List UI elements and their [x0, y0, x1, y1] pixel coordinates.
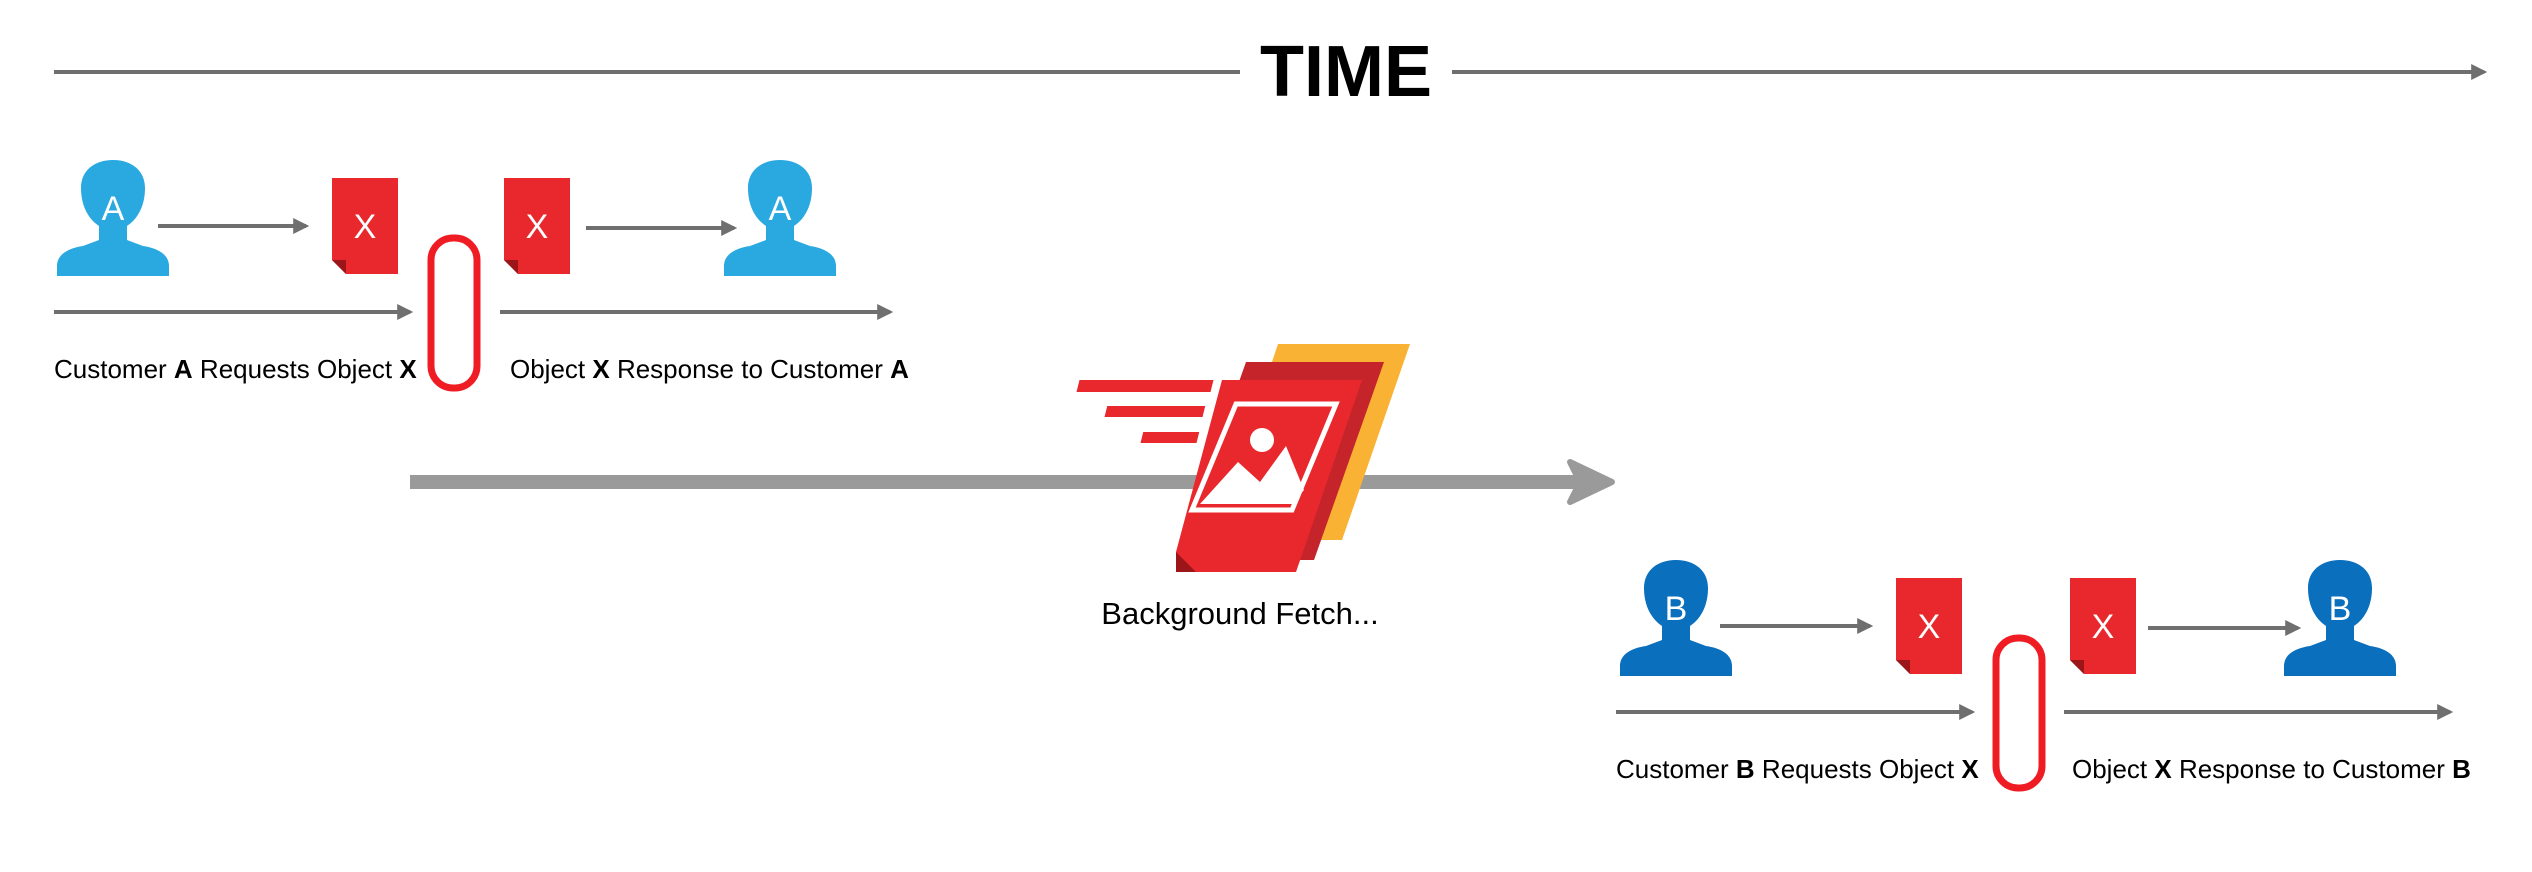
object-letter-request-a: X	[354, 208, 377, 246]
object-letter-request-b: X	[1918, 608, 1941, 646]
customer-a-icon: A	[57, 160, 169, 276]
background-fetch-arrowhead	[1567, 459, 1615, 505]
customer-a-letter: A	[102, 190, 125, 228]
object-letter-response-a: X	[526, 208, 549, 246]
caption-response-a: Object X Response to Customer A	[510, 354, 909, 384]
document-icon-request-a: X	[332, 178, 398, 274]
speed-line-2	[1104, 406, 1206, 417]
speed-line-3	[1140, 432, 1200, 443]
customer-b-letter: B	[1665, 590, 1688, 628]
object-letter-response-b: X	[2092, 608, 2115, 646]
customer-b-icon: B	[1620, 560, 1732, 676]
document-icon-response-b: X	[2070, 578, 2136, 674]
time-title: TIME	[1260, 32, 1432, 112]
document-icon-response-a: X	[504, 178, 570, 274]
customer-b-return-letter: B	[2329, 590, 2352, 628]
picture-frame	[1188, 401, 1340, 513]
speed-line-1	[1076, 380, 1214, 392]
caption-request-b: Customer B Requests Object X	[1616, 754, 1979, 784]
customer-a-return-icon: A	[724, 160, 836, 276]
image-card-icon	[1076, 344, 1410, 572]
document-icon-request-b: X	[1896, 578, 1962, 674]
cache-slot-icon-b	[1992, 634, 2046, 792]
caption-request-a: Customer A Requests Object X	[54, 354, 417, 384]
picture-sun	[1250, 428, 1274, 452]
cache-slot-icon-a	[427, 234, 481, 392]
caption-response-b: Object X Response to Customer B	[2072, 754, 2471, 784]
picture-mountains	[1200, 446, 1304, 504]
customer-b-return-icon: B	[2284, 560, 2396, 676]
customer-a-return-letter: A	[769, 190, 792, 228]
background-fetch-label: Background Fetch...	[1101, 596, 1378, 631]
card-front-fold	[1176, 552, 1196, 572]
